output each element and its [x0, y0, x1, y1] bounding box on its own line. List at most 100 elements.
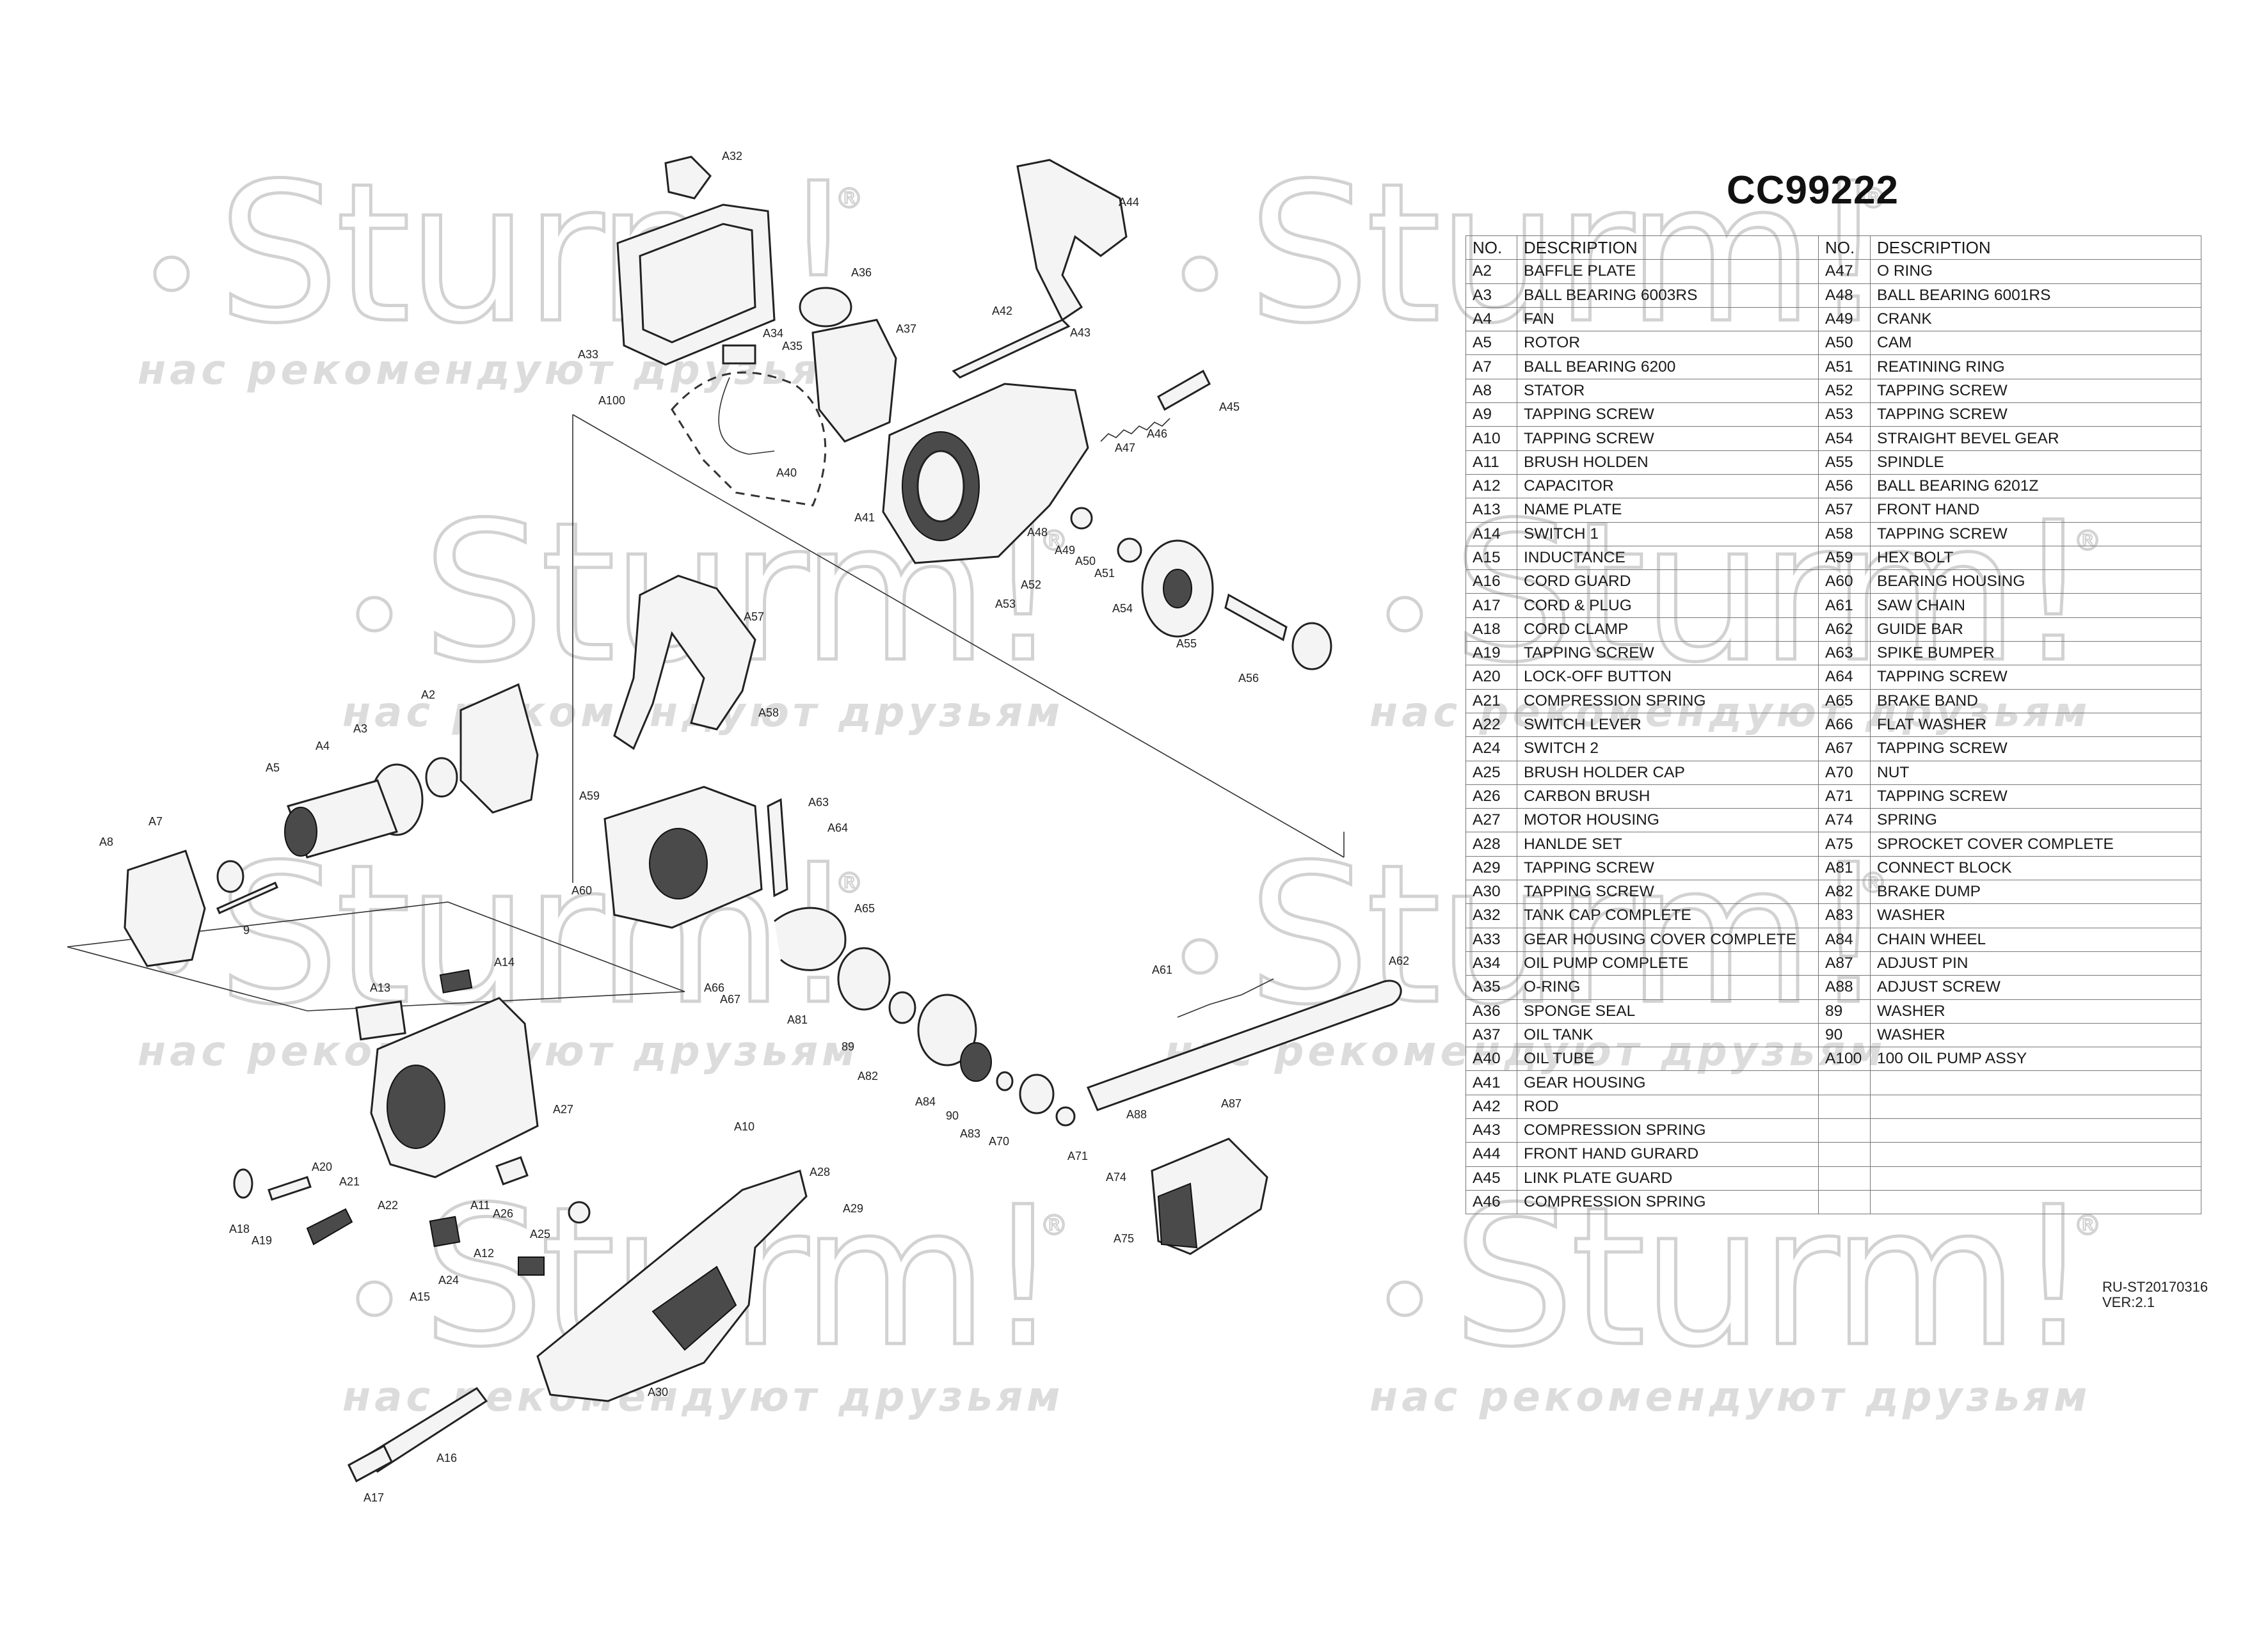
- part-description-cell: TAPPING SCREW: [1517, 641, 1819, 666]
- callout: A81: [787, 1013, 808, 1026]
- callout: A54: [1112, 602, 1133, 615]
- stator: [124, 850, 206, 967]
- cord-clamp: [233, 1168, 253, 1199]
- callout: A88: [1126, 1108, 1147, 1121]
- callout: A66: [704, 981, 724, 994]
- part-description-cell: LOCK-OFF BUTTON: [1517, 665, 1819, 690]
- ball-bearing-6003rs: [425, 757, 458, 798]
- part-number-cell: A67: [1818, 736, 1871, 761]
- oil-tube: [718, 377, 775, 455]
- part-description-cell: OIL TUBE: [1517, 1047, 1819, 1072]
- part-number-cell: A43: [1465, 1118, 1517, 1143]
- front-hand-guard: [1016, 159, 1128, 322]
- part-description-cell: FLAT WASHER: [1870, 712, 2201, 738]
- part-description-cell: TAPPING SCREW: [1870, 521, 2201, 546]
- part-number-cell: [1818, 1070, 1871, 1095]
- part-number-cell: [1818, 1142, 1871, 1167]
- watermark-registered: ®: [1859, 182, 1887, 215]
- watermark-registered: ®: [835, 867, 863, 900]
- part-description-cell: OIL TANK: [1517, 1022, 1819, 1048]
- brake-dump: [917, 994, 977, 1066]
- part-description-cell: BALL BEARING 6003RS: [1517, 283, 1819, 308]
- callout: A75: [1114, 1232, 1134, 1245]
- callout: A70: [989, 1135, 1009, 1148]
- callout: A53: [995, 598, 1016, 610]
- part-number-cell: A57: [1818, 498, 1871, 523]
- part-number-cell: A11: [1465, 450, 1517, 475]
- callout: A48: [1027, 526, 1048, 539]
- part-number-cell: A16: [1465, 569, 1517, 594]
- callout: A82: [858, 1070, 878, 1082]
- part-description-cell: SPIKE BUMPER: [1870, 641, 2201, 666]
- callout: A61: [1152, 963, 1172, 976]
- callouts: A32 A33 A34 A35 A36 A37 A40 A100 A44 A42…: [99, 150, 1409, 1504]
- ball-bearing-6200: [216, 860, 244, 893]
- callout: A65: [854, 902, 875, 915]
- part-number-cell: A12: [1465, 473, 1517, 499]
- callout: A74: [1106, 1171, 1126, 1184]
- part-description-cell: [1870, 1118, 2201, 1143]
- part-description-cell: COMPRESSION SPRING: [1517, 1118, 1819, 1143]
- part-number-cell: [1818, 1118, 1871, 1143]
- part-number-cell: A27: [1465, 808, 1517, 833]
- callout: A87: [1221, 1097, 1242, 1110]
- part-number-cell: A63: [1818, 641, 1871, 666]
- part-description-cell: SPRING: [1870, 808, 2201, 833]
- part-description-cell: TAPPING SCREW: [1517, 880, 1819, 905]
- part-description-cell: INDUCTANCE: [1517, 545, 1819, 571]
- capacitor: [518, 1256, 545, 1276]
- screw-9: [216, 882, 278, 914]
- part-description-cell: BRAKE DUMP: [1870, 880, 2201, 905]
- part-number-cell: A51: [1818, 354, 1871, 379]
- callout: A83: [960, 1127, 980, 1140]
- link-plate-guard: [1157, 369, 1211, 411]
- part-number-cell: A59: [1818, 545, 1871, 571]
- part-number-cell: [1818, 1094, 1871, 1119]
- callout: 89: [842, 1040, 854, 1053]
- part-description-cell: TAPPING SCREW: [1870, 378, 2201, 404]
- part-description-cell: CARBON BRUSH: [1517, 784, 1819, 809]
- watermark-registered: ®: [2073, 1209, 2102, 1242]
- callout: A20: [312, 1161, 332, 1173]
- part-number-cell: A40: [1465, 1047, 1517, 1072]
- callout: A33: [578, 348, 598, 361]
- part-description-cell: FAN: [1517, 306, 1819, 332]
- callout: A3: [353, 722, 367, 735]
- part-description-cell: [1870, 1070, 2201, 1095]
- part-description-cell: [1870, 1166, 2201, 1191]
- part-description-cell: ADJUST PIN: [1870, 951, 2201, 976]
- part-number-cell: A24: [1465, 736, 1517, 761]
- part-number-cell: A29: [1465, 855, 1517, 881]
- part-number-cell: 89: [1818, 999, 1871, 1024]
- part-description-cell: CAM: [1870, 331, 2201, 356]
- callout: A15: [410, 1290, 430, 1303]
- callout: A41: [854, 511, 875, 524]
- part-number-cell: A19: [1465, 641, 1517, 666]
- callout: A67: [720, 993, 740, 1006]
- part-number-cell: A52: [1818, 378, 1871, 404]
- part-description-cell: LINK PLATE GUARD: [1517, 1166, 1819, 1191]
- callout: A19: [252, 1234, 272, 1247]
- part-description-cell: STATOR: [1517, 378, 1819, 404]
- part-description-cell: SAW CHAIN: [1870, 593, 2201, 618]
- callout: A43: [1070, 326, 1090, 339]
- part-number-cell: A82: [1818, 880, 1871, 905]
- part-number-cell: A53: [1818, 402, 1871, 427]
- callout: A34: [763, 327, 783, 340]
- oil-pump: [722, 344, 756, 365]
- callout: A2: [421, 688, 435, 701]
- callout: A62: [1389, 955, 1409, 967]
- watermark-registered: ®: [835, 182, 863, 215]
